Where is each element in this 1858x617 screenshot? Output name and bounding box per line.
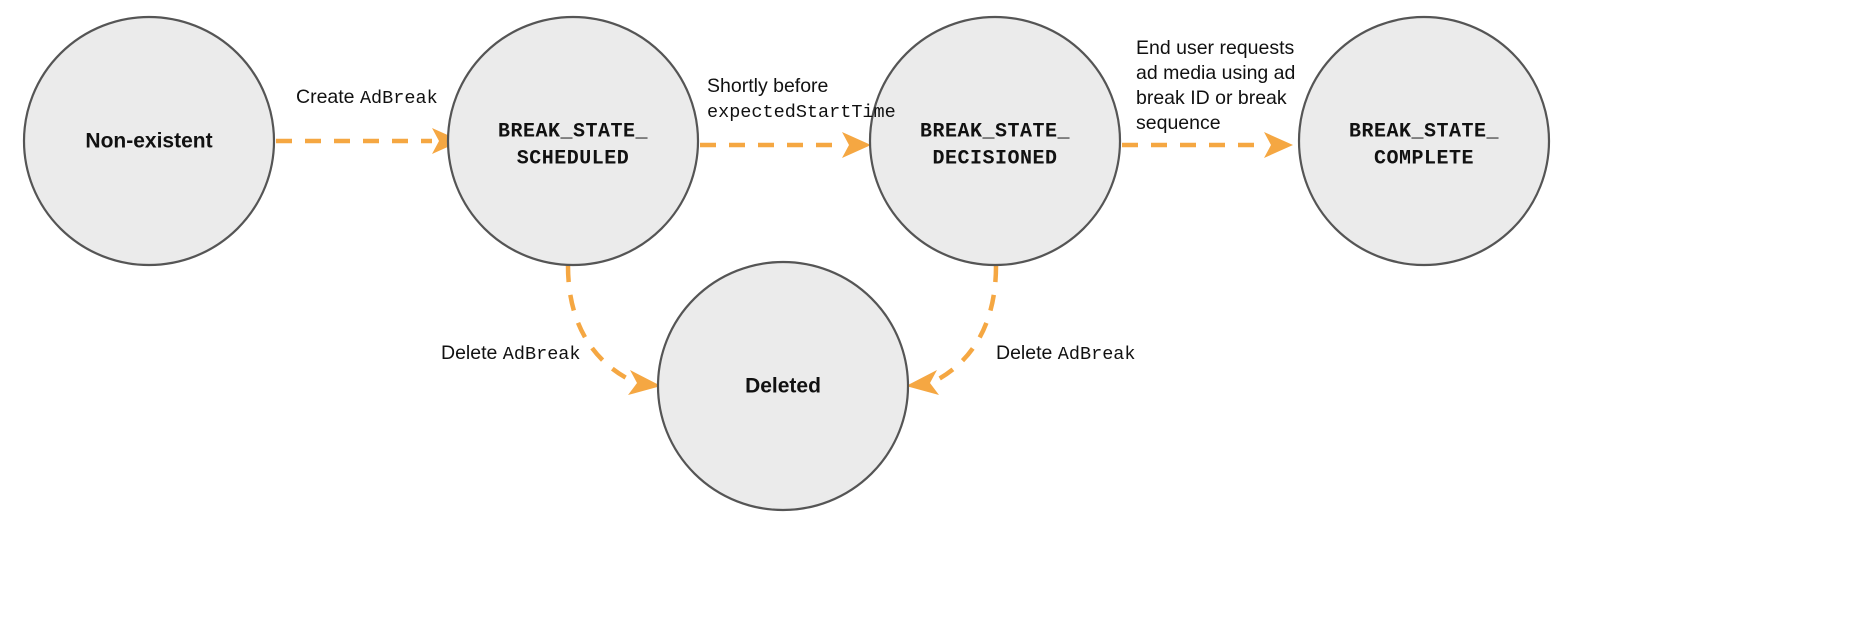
node-non-existent-label: Non-existent — [85, 130, 212, 153]
node-break-state-decisioned-shape — [868, 15, 1122, 267]
nodes-layer: Non-existent BREAK_STATE_ SCHEDULED BREA… — [22, 15, 1551, 512]
node-break-state-scheduled-label-line1: BREAK_STATE_ — [498, 120, 649, 143]
edges-layer — [276, 128, 1293, 395]
edge-decisioned-to-deleted[interactable] — [906, 265, 999, 395]
edge-scheduled-to-decisioned[interactable] — [700, 132, 871, 158]
node-break-state-decisioned-label-line2: DECISIONED — [932, 147, 1057, 170]
node-break-state-complete[interactable]: BREAK_STATE_ COMPLETE — [1297, 15, 1551, 267]
node-break-state-complete-shape — [1297, 15, 1551, 267]
edge-scheduled-to-deleted[interactable] — [565, 265, 661, 395]
edge-label-create-adbreak: Create AdBreak — [296, 86, 438, 109]
node-break-state-scheduled-shape — [446, 15, 700, 267]
node-deleted-label: Deleted — [745, 375, 821, 398]
node-non-existent-shape — [22, 15, 276, 267]
node-break-state-decisioned[interactable]: BREAK_STATE_ DECISIONED — [868, 15, 1122, 267]
node-deleted[interactable]: Deleted — [656, 260, 910, 512]
node-break-state-decisioned-label-line1: BREAK_STATE_ — [920, 120, 1071, 143]
edge-scheduled-to-deleted-arrowhead — [628, 370, 661, 395]
edge-scheduled-to-decisioned-arrowhead — [842, 132, 871, 158]
node-break-state-scheduled[interactable]: BREAK_STATE_ SCHEDULED — [446, 15, 700, 267]
edge-decisioned-to-complete-arrowhead — [1264, 132, 1293, 158]
edge-decisioned-to-deleted-arrowhead — [906, 370, 939, 395]
node-break-state-complete-label-line1: BREAK_STATE_ — [1349, 120, 1500, 143]
edge-create-adbreak-arrowhead — [432, 128, 461, 154]
edge-label-scheduled-to-deleted: Delete AdBreak — [441, 342, 581, 365]
node-deleted-shape — [656, 260, 910, 512]
edge-create-adbreak[interactable] — [276, 128, 461, 154]
edge-scheduled-to-deleted-path — [565, 265, 634, 384]
edge-label-decisioned-to-deleted: Delete AdBreak — [996, 342, 1136, 365]
node-break-state-scheduled-label-line2: SCHEDULED — [517, 147, 630, 170]
edge-decisioned-to-deleted-path — [933, 265, 999, 383]
edge-decisioned-to-complete[interactable] — [1122, 132, 1293, 158]
node-non-existent[interactable]: Non-existent — [22, 15, 276, 267]
node-break-state-complete-label-line2: COMPLETE — [1374, 147, 1474, 170]
